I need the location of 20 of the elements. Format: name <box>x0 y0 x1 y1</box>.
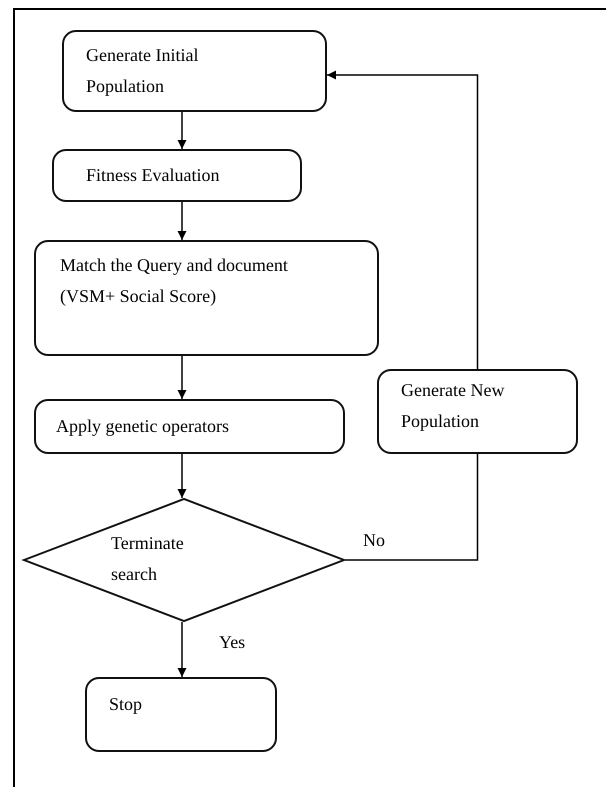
arrow <box>178 356 186 399</box>
process-box <box>377 369 578 454</box>
arrow <box>178 454 186 498</box>
node-text: Match the Query and document (VSM+ Social Score) <box>60 254 289 308</box>
node-text: Stop <box>109 693 144 716</box>
node-text: Fitness Evaluation <box>86 164 220 187</box>
process-box <box>85 677 277 752</box>
node-text: Apply genetic operators <box>56 415 230 438</box>
arrow <box>178 202 186 240</box>
node-text: Generate New Population <box>401 379 506 433</box>
process-box <box>34 240 379 356</box>
node-text: Terminate search <box>111 532 185 586</box>
arrow <box>178 112 186 149</box>
node-text: Generate Initial Population <box>86 44 200 98</box>
arrow <box>178 622 186 677</box>
decision-diamond <box>23 498 345 622</box>
process-box <box>62 30 327 112</box>
arrow <box>327 70 478 369</box>
process-box <box>34 399 345 454</box>
process-box <box>52 149 302 202</box>
